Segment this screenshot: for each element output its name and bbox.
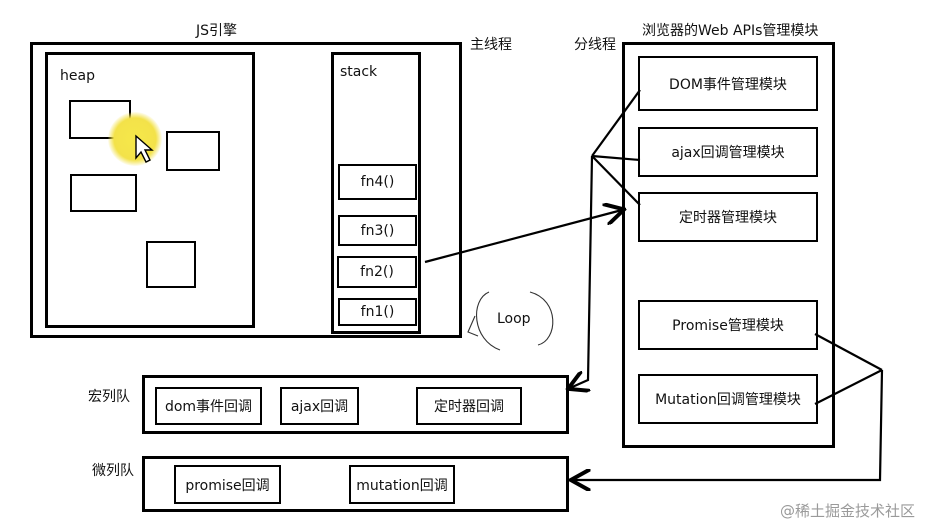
macro-queue-item: dom事件回调 xyxy=(155,387,262,425)
hub-to-macro-queue-arrow xyxy=(570,155,594,388)
heap-label: heap xyxy=(60,68,95,84)
watermark: @稀土掘金技术社区 xyxy=(779,502,915,520)
loop-label: Loop xyxy=(497,311,531,327)
cursor-highlight xyxy=(108,112,162,166)
stack-frame: fn3() xyxy=(338,215,417,246)
js-engine-title: JS引擎 xyxy=(196,23,238,39)
heap-object xyxy=(146,241,196,288)
main-thread-label: 主线程 xyxy=(470,37,512,53)
web-api-module: Mutation回调管理模块 xyxy=(638,374,818,424)
branch-thread-label: 分线程 xyxy=(574,37,616,53)
heap-object xyxy=(70,174,137,212)
micro-queue-item: mutation回调 xyxy=(349,465,455,504)
heap-object xyxy=(166,131,220,171)
web-api-module: Promise管理模块 xyxy=(638,300,818,350)
web-api-module: ajax回调管理模块 xyxy=(638,127,818,177)
micro-queue-item: promise回调 xyxy=(174,465,281,504)
micro-queue-label: 微列队 xyxy=(92,463,134,479)
stack-frame: fn4() xyxy=(338,164,417,200)
web-apis-title: 浏览器的Web APIs管理模块 xyxy=(642,23,819,39)
macro-queue-item: ajax回调 xyxy=(280,387,359,425)
stack-frame: fn2() xyxy=(337,256,417,288)
stack-frame: fn1() xyxy=(338,298,417,326)
stack-label: stack xyxy=(340,64,378,80)
macro-queue-item: 定时器回调 xyxy=(416,387,522,425)
macro-queue-label: 宏列队 xyxy=(88,389,130,405)
web-api-module: DOM事件管理模块 xyxy=(638,56,818,111)
web-api-module: 定时器管理模块 xyxy=(638,192,818,242)
